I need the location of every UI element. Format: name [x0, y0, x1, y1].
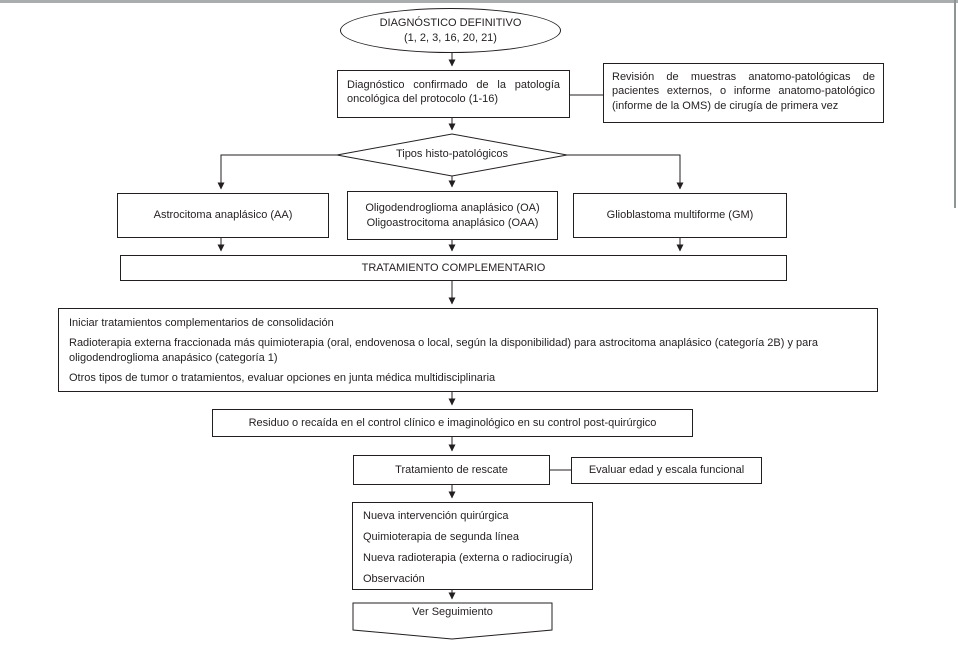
- oligodendroglioma-box: Oligodendroglioma anaplásico (OA) Oligoa…: [347, 191, 558, 240]
- consolidacion-line-1: Iniciar tratamientos complementarios de …: [69, 317, 334, 329]
- opcion-line-2: Quimioterapia de segunda línea: [363, 531, 519, 543]
- decision-diamond-shape: [336, 133, 568, 177]
- opcion-line-4: Observación: [363, 573, 425, 585]
- consolidacion-line-3: Otros tipos de tumor o tratamientos, eva…: [69, 372, 496, 384]
- arrow-decision-to-aa: [217, 154, 337, 190]
- page-right-border: [954, 0, 956, 208]
- tratamiento-rescate-box: Tratamiento de rescate: [353, 455, 550, 485]
- external-review-box: Revisión de muestras anatomo-patológicas…: [603, 63, 884, 123]
- evaluar-edad-text: Evaluar edad y escala funcional: [588, 464, 745, 477]
- tratamiento-rescate-text: Tratamiento de rescate: [395, 463, 508, 476]
- evaluar-edad-box: Evaluar edad y escala funcional: [571, 457, 762, 484]
- seguimiento-offpage-shape: [352, 602, 553, 640]
- residuo-recaida-text: Residuo o recaída en el control clínico …: [248, 416, 657, 429]
- start-ellipse: DIAGNÓSTICO DEFINITIVO (1, 2, 3, 16, 20,…: [340, 8, 561, 53]
- arrow-decision-to-gm: [567, 154, 684, 190]
- confirmed-diagnosis-text: Diagnóstico confirmado de la patología o…: [347, 79, 560, 106]
- residuo-recaida-box: Residuo o recaída en el control clínico …: [212, 409, 693, 437]
- page-top-border: [0, 0, 958, 3]
- decision-diamond-label: Tipos histo-patológicos: [395, 148, 509, 160]
- opcion-line-3: Nueva radioterapia (externa o radiocirug…: [363, 552, 573, 564]
- start-refs: (1, 2, 3, 16, 20, 21): [404, 31, 497, 44]
- oligodendroglioma-line2: Oligoastrocitoma anaplásico (OAA): [366, 216, 539, 229]
- astrocitoma-box: Astrocitoma anaplásico (AA): [117, 193, 329, 238]
- tratamiento-complementario-box: TRATAMIENTO COMPLEMENTARIO: [120, 255, 787, 281]
- confirmed-diagnosis-box: Diagnóstico confirmado de la patología o…: [337, 70, 570, 118]
- tratamiento-complementario-text: TRATAMIENTO COMPLEMENTARIO: [361, 261, 546, 274]
- consolidacion-box: Iniciar tratamientos complementarios de …: [58, 308, 878, 392]
- ver-seguimiento-label: Ver Seguimiento: [412, 606, 493, 618]
- consolidacion-line-2: Radioterapia externa fraccionada más qui…: [69, 337, 819, 364]
- glioblastoma-box: Glioblastoma multiforme (GM): [573, 193, 787, 238]
- external-review-text: Revisión de muestras anatomo-patológicas…: [612, 71, 875, 112]
- opciones-rescate-box: Nueva intervención quirúrgica Quimiotera…: [352, 502, 593, 590]
- start-title: DIAGNÓSTICO DEFINITIVO: [379, 17, 522, 30]
- opcion-line-1: Nueva intervención quirúrgica: [363, 510, 509, 522]
- oligodendroglioma-line1: Oligodendroglioma anaplásico (OA): [365, 202, 540, 215]
- glioblastoma-text: Glioblastoma multiforme (GM): [606, 209, 754, 222]
- astrocitoma-text: Astrocitoma anaplásico (AA): [153, 209, 293, 222]
